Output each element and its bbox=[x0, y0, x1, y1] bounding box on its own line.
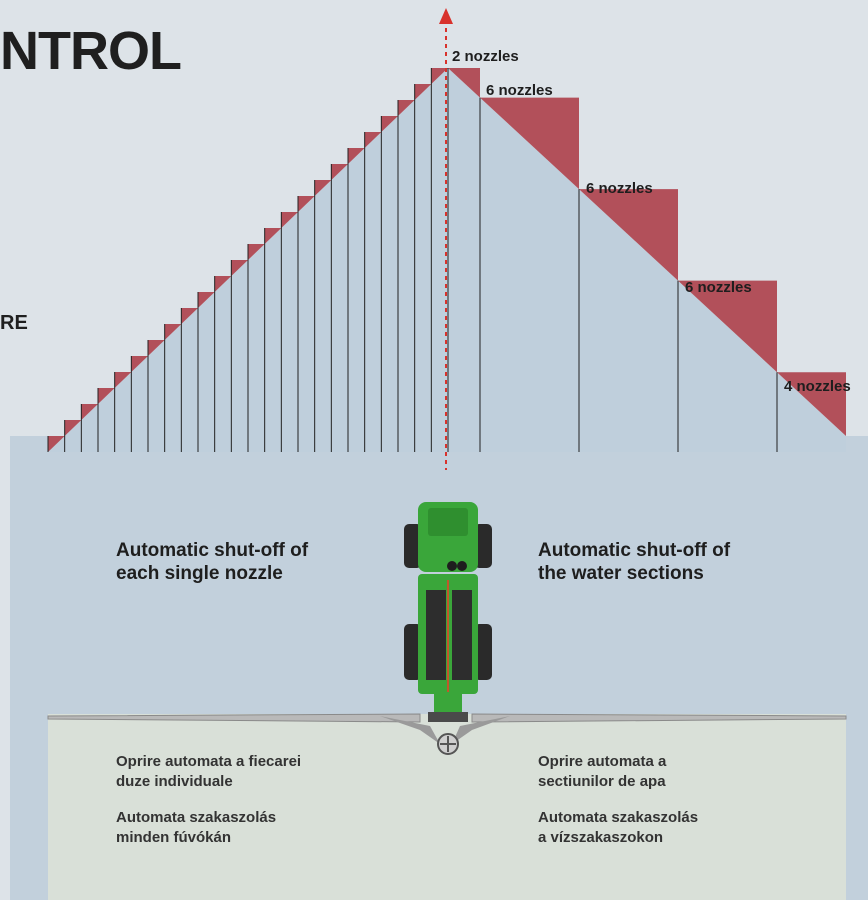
left-hungarian-caption: Automata szakaszolás minden fúvókán bbox=[116, 808, 276, 848]
nozzle-shutoff-step bbox=[431, 68, 448, 84]
nozzle-shutoff-step bbox=[214, 276, 232, 292]
caption-line: Automata szakaszolás bbox=[116, 809, 277, 826]
caption-line: the water sections bbox=[538, 563, 704, 584]
caption-line: sectiunilor de apa bbox=[538, 773, 666, 790]
spray-boom bbox=[47, 713, 847, 744]
nozzle-shutoff-step bbox=[98, 388, 115, 404]
section-steps bbox=[448, 68, 846, 436]
nozzle-shutoff-step bbox=[181, 308, 198, 324]
section-label: 6 nozzles bbox=[586, 180, 653, 197]
page-title-fragment: NTROL bbox=[0, 21, 182, 81]
section-shutoff-step bbox=[777, 372, 846, 436]
caption-line: Oprire automata a bbox=[538, 753, 667, 770]
section-shutoff-step bbox=[480, 97, 579, 190]
nozzle-shutoff-step bbox=[348, 148, 365, 164]
right-caption: Automatic shut-off of the water sections bbox=[538, 539, 730, 585]
section-label: 2 nozzles bbox=[452, 48, 519, 65]
nozzle-shutoff-step bbox=[148, 340, 165, 356]
section-label: 6 nozzles bbox=[685, 279, 752, 296]
caption-line: each single nozzle bbox=[116, 563, 283, 584]
up-arrow-icon bbox=[439, 8, 453, 24]
nozzle-lines bbox=[47, 68, 778, 452]
nozzle-shutoff-step bbox=[64, 420, 82, 436]
nozzle-shutoff-step bbox=[198, 292, 215, 308]
nozzle-shutoff-step bbox=[48, 436, 65, 452]
section-shutoff-step bbox=[579, 189, 678, 281]
caption-line: Oprire automata a fiecarei bbox=[116, 753, 302, 770]
section-shutoff-step bbox=[678, 280, 777, 373]
caption-line: duze individuale bbox=[116, 773, 233, 790]
left-romanian-caption: Oprire automata a fiecarei duze individu… bbox=[116, 752, 301, 792]
section-shutoff-step bbox=[448, 68, 480, 98]
nozzle-shutoff-step bbox=[314, 180, 332, 196]
nozzle-shutoff-step bbox=[281, 212, 298, 228]
nozzle-shutoff-step bbox=[164, 324, 182, 340]
section-label: 4 nozzles bbox=[784, 378, 851, 395]
nozzle-shutoff-step bbox=[398, 100, 415, 116]
single-nozzle-steps bbox=[48, 68, 448, 452]
nozzle-shutoff-step bbox=[114, 372, 132, 388]
tractor-sprayer-icon bbox=[404, 502, 492, 755]
right-hungarian-caption: Automata szakaszolás a vízszakaszokon bbox=[538, 808, 698, 848]
nozzle-shutoff-step bbox=[248, 244, 265, 260]
right-romanian-caption: Oprire automata a sectiunilor de apa bbox=[538, 752, 666, 792]
nozzle-shutoff-step bbox=[381, 116, 398, 132]
nozzle-shutoff-step bbox=[364, 132, 382, 148]
caption-line: Automatic shut-off of bbox=[116, 540, 309, 561]
caption-line: Automatic shut-off of bbox=[538, 540, 731, 561]
caption-line: a vízszakaszokon bbox=[538, 829, 664, 846]
nozzle-shutoff-step bbox=[131, 356, 148, 372]
nozzle-shutoff-step bbox=[331, 164, 348, 180]
right-spray-triangle bbox=[448, 68, 846, 452]
nozzle-shutoff-step bbox=[264, 228, 282, 244]
caption-line: minden fúvókán bbox=[116, 829, 232, 846]
caption-line: Automata szakaszolás bbox=[538, 809, 699, 826]
section-label: 6 nozzles bbox=[486, 82, 553, 99]
nozzle-shutoff-step bbox=[414, 84, 432, 100]
side-heading-fragment: RE bbox=[0, 312, 28, 334]
nozzle-shutoff-step bbox=[81, 404, 98, 420]
left-caption: Automatic shut-off of each single nozzle bbox=[116, 539, 308, 585]
nozzle-shutoff-step bbox=[298, 196, 315, 212]
nozzle-shutoff-step bbox=[231, 260, 248, 276]
